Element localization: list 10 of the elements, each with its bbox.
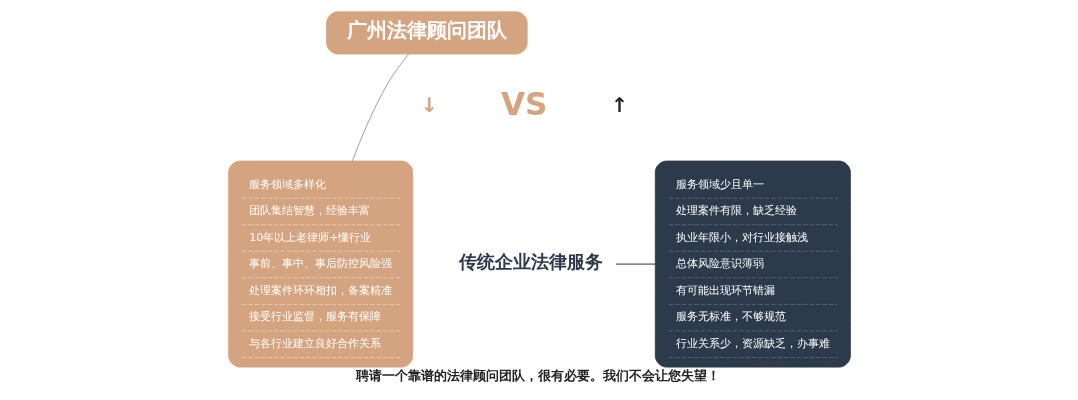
label: ↓ <box>420 92 438 117</box>
node-text: 传统企业法律服务 <box>458 250 603 272</box>
connector <box>615 263 655 265</box>
node-box: 广州法律顾问团队 <box>325 11 528 55</box>
caption: 聘请一个靠谱的法律顾问团队，很有必要。我们不会让您失望！ <box>355 368 720 384</box>
connector <box>351 53 409 162</box>
label: ↑ <box>610 92 628 117</box>
label: VS <box>500 85 548 122</box>
node-box: 服务领域少且单一 处理案件有限，缺乏经验 执业年限小，对行业接触浅 总体风险意识薄弱 有可能出现环节错漏 服务无标准，不够规范 行业关系少，资源缺乏，办事难 <box>654 160 851 368</box>
node-box: 服务领域多样化 团队集结智慧，经验丰富 10年以上老律师+懂行业 事前、事中、事后防控风险强 处理案件环环相扣，备案精准 接受行业监督，服务有保障 与各行业建立良好合作关系 <box>227 160 413 368</box>
